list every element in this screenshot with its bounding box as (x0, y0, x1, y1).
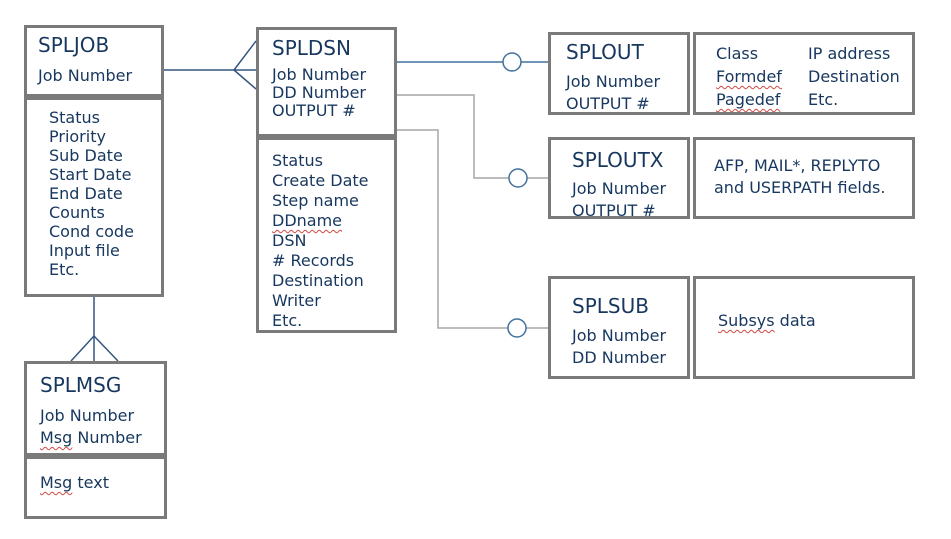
entity-spldsn-title: SPLDSN (272, 36, 351, 60)
spldsn-attr-destination: Destination (272, 271, 364, 290)
crowsfoot-splmsg-icon (70, 335, 95, 362)
spljob-attr-start-date: Start Date (49, 165, 132, 184)
spldsn-attr-writer: Writer (272, 291, 321, 310)
entity-spljob-attributes: Status Priority Sub Date Start Date End … (24, 97, 164, 297)
splout-detail-ip-address: IP address (808, 44, 891, 63)
splsub-detail-subsys-data: Subsys data (718, 311, 816, 330)
sploutx-detail-line-1: AFP, MAIL*, REPLYTO (714, 156, 881, 175)
optional-circle-sploutx-icon (508, 168, 528, 188)
splmsg-msg-text: Msg text (40, 473, 109, 492)
entity-splout: SPLOUT Job Number OUTPUT # (548, 32, 690, 115)
entity-sploutx-detail: AFP, MAIL*, REPLYTO and USERPATH fields. (693, 137, 915, 219)
spljob-attr-sub-date: Sub Date (49, 146, 123, 165)
splmsg-key-job-number: Job Number (40, 406, 135, 425)
splout-detail-pagedef: Pagedef (716, 90, 781, 109)
splout-detail-etc: Etc. (808, 90, 839, 109)
entity-spldsn-attributes: Status Create Date Step name DDname DSN … (256, 137, 397, 333)
entity-spljob-title: SPLJOB (38, 33, 110, 57)
splout-key-output-number: OUTPUT # (566, 94, 650, 113)
entity-splmsg-title: SPLMSG (40, 373, 122, 397)
spljob-attr-input-file: Input file (49, 241, 120, 260)
splout-detail-destination: Destination (808, 67, 900, 86)
entity-splmsg-text: Msg text (24, 456, 167, 519)
entity-splout-detail: Class Formdef Pagedef IP address Destina… (693, 32, 915, 115)
spljob-attr-priority: Priority (49, 127, 106, 146)
sploutx-key-job-number: Job Number (572, 179, 667, 198)
entity-splout-title: SPLOUT (566, 40, 644, 64)
entity-splsub-detail: Subsys data (693, 276, 915, 379)
spldsn-attr-step-name: Step name (272, 191, 359, 210)
splsub-key-dd-number: DD Number (572, 348, 666, 367)
splout-detail-formdef: Formdef (716, 67, 782, 86)
crowsfoot-spldsn-icon (233, 69, 257, 90)
entity-splmsg-header: SPLMSG Job Number Msg Number (24, 361, 167, 456)
entity-spljob-key-job-number: Job Number (38, 66, 133, 85)
splout-key-job-number: Job Number (566, 72, 661, 91)
spljob-attr-counts: Counts (49, 203, 105, 222)
relationship-spldsn-splsub (397, 129, 548, 329)
optional-circle-splout-icon (502, 52, 522, 72)
entity-splsub: SPLSUB Job Number DD Number (548, 276, 690, 379)
spldsn-attr-create-date: Create Date (272, 171, 369, 190)
crowsfoot-splmsg-icon (93, 335, 119, 362)
splsub-key-job-number: Job Number (572, 326, 667, 345)
crowsfoot-spldsn-icon (233, 40, 257, 71)
entity-spldsn-header: SPLDSN Job Number DD Number OUTPUT # (256, 27, 397, 137)
splout-detail-class: Class (716, 44, 759, 63)
entity-splsub-title: SPLSUB (572, 294, 649, 318)
entity-spljob-header: SPLJOB Job Number (24, 25, 164, 97)
spldsn-attr-status: Status (272, 151, 323, 170)
entity-sploutx-title: SPLOUTX (572, 148, 664, 172)
spldsn-key-job-number: Job Number (272, 65, 367, 84)
spldsn-key-output-number: OUTPUT # (272, 101, 356, 120)
spldsn-attr-ddname: DDname (272, 211, 343, 230)
optional-circle-splsub-icon (507, 318, 527, 338)
sploutx-detail-line-2: and USERPATH fields. (714, 178, 886, 197)
sploutx-key-output-number: OUTPUT # (572, 201, 656, 220)
spljob-attr-status: Status (49, 108, 100, 127)
spljob-attr-end-date: End Date (49, 184, 123, 203)
spldsn-key-dd-number: DD Number (272, 83, 366, 102)
relationship-spldsn-sploutx (397, 94, 548, 179)
spljob-attr-etc: Etc. (49, 260, 80, 279)
splmsg-key-msg-number: Msg Number (40, 428, 142, 447)
spljob-attr-cond-code: Cond code (49, 222, 134, 241)
spldsn-attr-etc: Etc. (272, 311, 303, 330)
spldsn-attr-dsn: DSN (272, 231, 307, 250)
spldsn-attr-num-records: # Records (272, 251, 355, 270)
entity-sploutx: SPLOUTX Job Number OUTPUT # (548, 137, 690, 220)
